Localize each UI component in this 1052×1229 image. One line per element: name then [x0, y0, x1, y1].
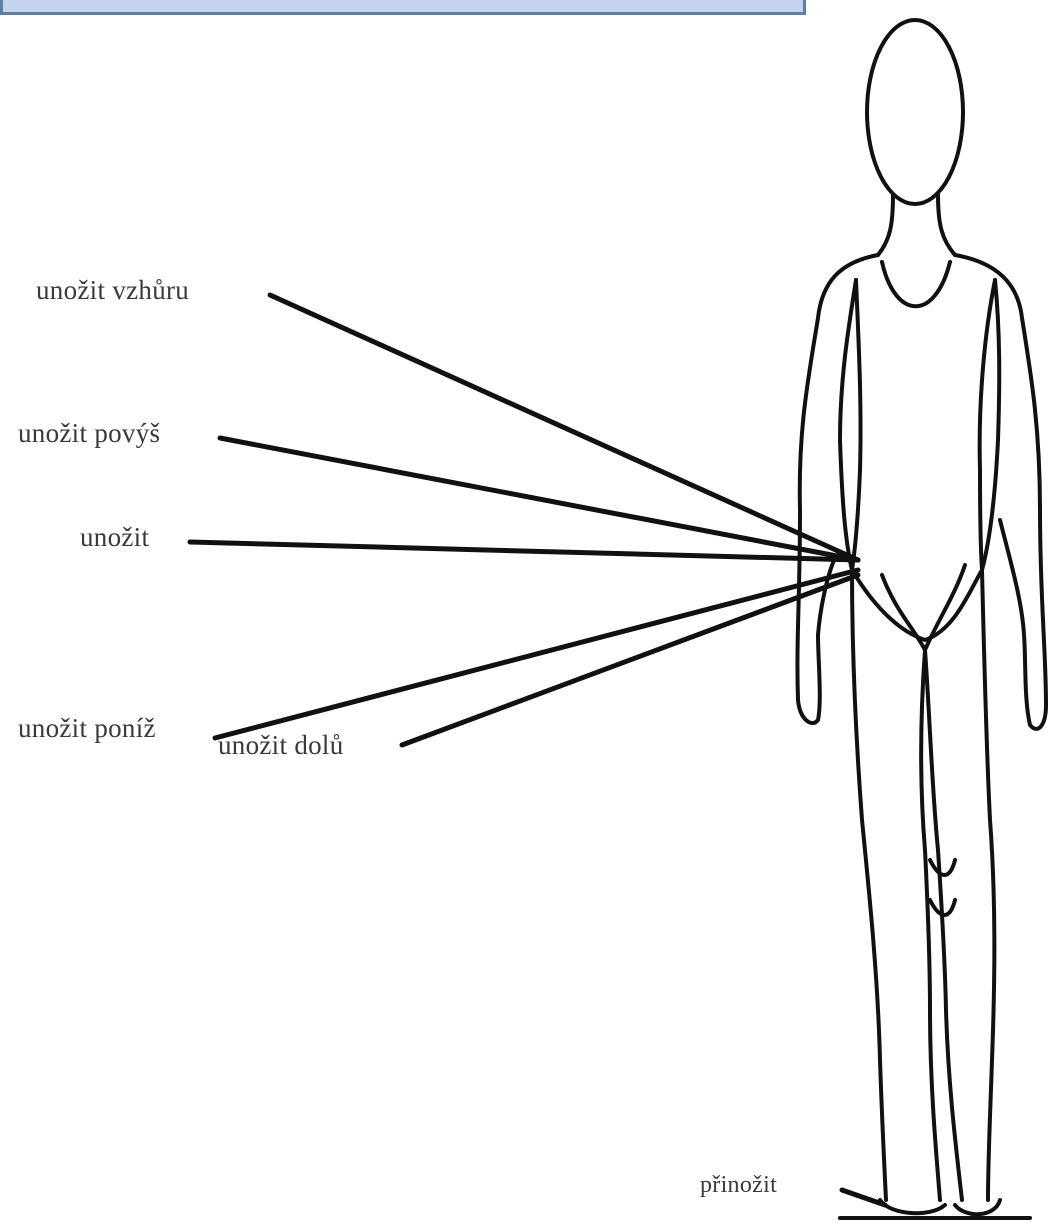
figure-torso — [852, 280, 995, 640]
label-unozit: unožit — [80, 522, 149, 553]
figure-head — [867, 20, 963, 204]
figure-feet — [880, 1200, 1000, 1214]
line-povys — [220, 438, 858, 560]
human-figure — [797, 20, 1046, 1218]
figure-leotard — [882, 565, 965, 650]
figure-collar — [882, 262, 950, 306]
label-unozit-povys: unožit povýš — [18, 418, 160, 449]
line-unozit — [190, 542, 858, 560]
label-unozit-dolu: unožit dolů — [218, 730, 344, 761]
line-dolu — [402, 575, 858, 745]
label-unozit-poniz: unožit poníž — [18, 713, 156, 744]
figure-left-arm — [797, 255, 878, 723]
figure-right-leg — [925, 570, 994, 1200]
figure-right-arm — [955, 255, 1046, 729]
line-vzhuru — [270, 295, 858, 560]
label-unozit-vzhuru: unožit vzhůru — [36, 275, 189, 306]
line-poniz — [215, 570, 858, 738]
label-prinozit: přinožit — [700, 1172, 777, 1199]
line-prinozit — [842, 1190, 885, 1205]
